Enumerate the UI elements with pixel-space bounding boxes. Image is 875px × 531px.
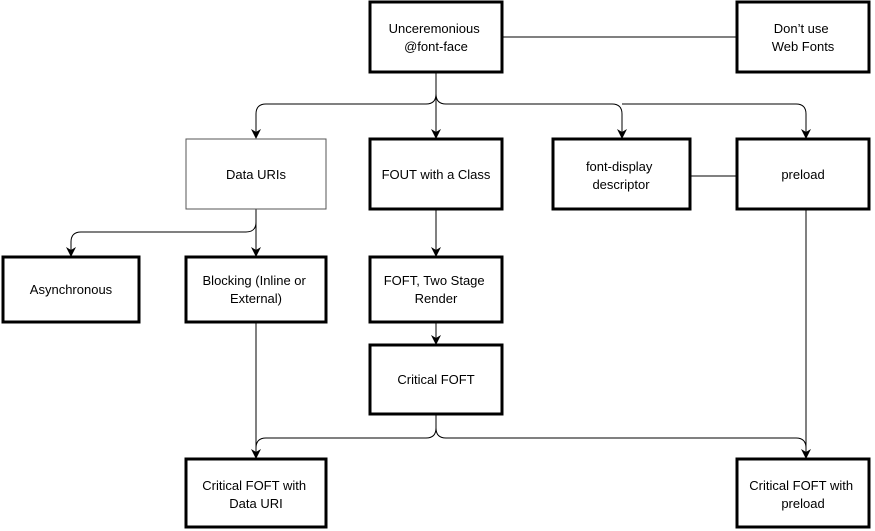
node-data-uris-label: Data URIs: [226, 167, 286, 182]
node-critical-foft-data-uri: Critical FOFT with Data URI: [184, 457, 328, 529]
svg-text:Don’t use Web Fonts: Don’t use Web Fonts: [772, 21, 835, 54]
svg-text:FOUT with a Class: FOUT with a Class: [382, 167, 491, 182]
node-blocking-line-2: External): [230, 291, 282, 306]
svg-text:Asynchronous: Asynchronous: [30, 282, 113, 297]
edge-critical-to-data-uri: [255, 414, 437, 449]
node-dont-use-line-1: Don’t use: [774, 21, 829, 36]
node-asynchronous: Asynchronous: [1, 255, 141, 324]
node-foft-two-stage: FOFT, Two Stage Render: [368, 255, 504, 324]
node-font-display-line-2: descriptor: [592, 177, 650, 192]
node-unceremonious-line-1: Unceremonious: [389, 21, 481, 36]
svg-text:Data URIs: Data URIs: [226, 167, 286, 182]
node-unceremonious: Unceremonious @font-face: [368, 0, 504, 74]
node-critical-foft: Critical FOFT: [368, 343, 504, 416]
node-foft-line-1: FOFT, Two Stage: [384, 273, 485, 288]
node-critical-foft-label: Critical FOFT: [397, 372, 474, 387]
node-critical-foft-preload: Critical FOFT with preload: [735, 457, 871, 529]
svg-text:Critical FOFT: Critical FOFT: [397, 372, 474, 387]
node-unceremonious-line-2: @font-face: [404, 39, 468, 54]
edge-critical-to-preload-branch: [435, 427, 807, 449]
node-fout-with-class: FOUT with a Class: [368, 137, 504, 211]
node-foft-line-2: Render: [415, 291, 458, 306]
node-preload: preload: [735, 137, 871, 211]
svg-text:Critical FOFT with prelo: Critical FOFT with preload: [749, 478, 856, 511]
svg-text:preload: preload: [781, 167, 824, 182]
node-preload-label: preload: [781, 167, 824, 182]
node-font-display: font-display descriptor: [551, 137, 692, 211]
node-asynchronous-label: Asynchronous: [30, 282, 113, 297]
edge-to-asynchronous: [66, 221, 257, 257]
svg-text:font-display descriptor: font-display descriptor: [586, 159, 656, 192]
node-critical-data-uri-line-2: Data URI: [229, 496, 282, 511]
node-data-uris: Data URIs: [185, 138, 327, 210]
node-blocking: Blocking (Inline or External): [184, 255, 328, 324]
node-critical-preload-line-2: preload: [781, 496, 824, 511]
edges: [66, 36, 811, 459]
edge-to-preload: [622, 103, 811, 139]
node-font-display-line-1: font-display: [586, 159, 653, 174]
node-fout-class-label: FOUT with a Class: [382, 167, 491, 182]
edge-to-data-uris: [251, 93, 437, 139]
svg-text:FOFT, Two Stage Render: FOFT, Two Stage Render: [384, 273, 489, 306]
node-dont-use-line-2: Web Fonts: [772, 39, 835, 54]
svg-text:Unceremonious @font-face: Unceremonious @font-face: [389, 21, 484, 54]
node-critical-preload-line-1: Critical FOFT with: [749, 478, 853, 493]
node-dont-use-web-fonts: Don’t use Web Fonts: [735, 0, 871, 74]
edge-to-font-display: [435, 93, 627, 139]
node-critical-data-uri-line-1: Critical FOFT with: [202, 478, 306, 493]
svg-text:Blocking (Inline or Exte: Blocking (Inline or External): [203, 273, 310, 306]
node-blocking-line-1: Blocking (Inline or: [203, 273, 307, 288]
svg-text:Critical FOFT with Data: Critical FOFT with Data URI: [202, 478, 309, 511]
